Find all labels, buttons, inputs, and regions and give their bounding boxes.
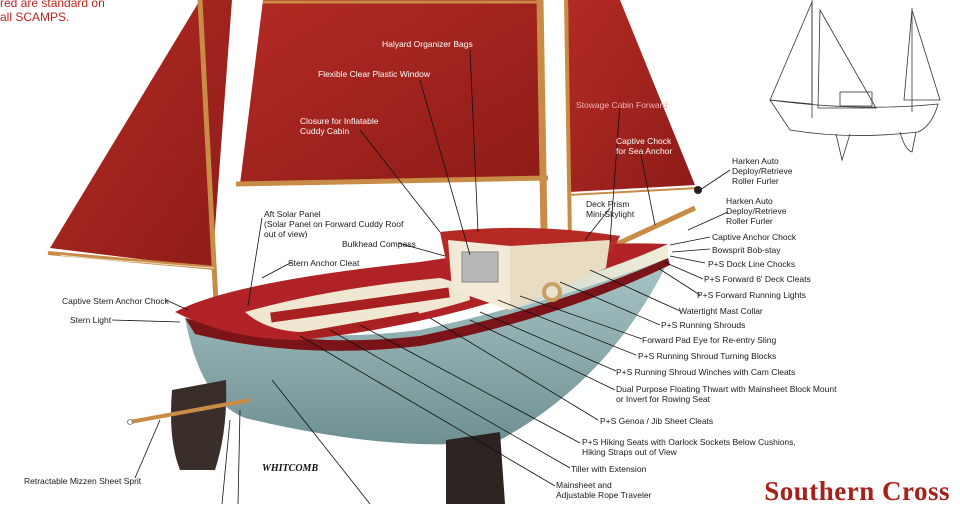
label-ps-shroud-turning-blocks: P+S Running Shroud Turning Blocks [638, 351, 777, 361]
label-captive-stern-anchor-chock: Captive Stern Anchor Chock [62, 296, 169, 306]
label-ps-dock-line-chocks: P+S Dock Line Chocks [708, 259, 796, 269]
bowsprit [613, 205, 697, 248]
label-flexible-clear-plastic-window: Flexible Clear Plastic Window [318, 69, 430, 79]
label-bowsprit-bob-stay: Bowsprit Bob-stay [712, 245, 781, 255]
label-captive-chock-sea-anchor: Captive Chock for Sea Anchor [616, 136, 673, 156]
label-forward-pad-eye: Forward Pad Eye for Re-entry Sling [642, 335, 777, 345]
label-watertight-mast-collar: Watertight Mast Collar [679, 306, 763, 316]
label-ps-hiking-seats: P+S Hiking Seats with Oarlock Sockets Be… [582, 437, 796, 457]
brand-title: Southern Cross [764, 476, 950, 506]
boot-stripe [185, 258, 670, 351]
keel [446, 432, 505, 504]
label-ps-running-shrouds: P+S Running Shrouds [661, 320, 746, 330]
label-captive-anchor-chock: Captive Anchor Chock [712, 232, 797, 242]
label-stowage-cabin-forward: Stowage Cabin Forward [576, 100, 668, 110]
hull [185, 255, 668, 445]
mizzen-sprit [129, 398, 251, 424]
label-ps-genoa-jib-cleats: P+S Genoa / Jib Sheet Cleats [600, 416, 714, 426]
label-halyard-organizer-bags: Halyard Organizer Bags [382, 39, 473, 49]
label-aft-solar-panel: Aft Solar Panel (Solar Panel on Forward … [264, 209, 404, 239]
label-deck-prism: Deck Prism Mini-Skylight [586, 199, 635, 219]
main-sail [235, 0, 549, 233]
label-ps-forward-deck-cleats: P+S Forward 6' Deck Cleats [704, 274, 811, 284]
leader-lines [111, 49, 731, 504]
mizzen-sail [47, 0, 232, 341]
label-ps-shroud-winches: P+S Running Shroud Winches with Cam Clea… [616, 367, 796, 377]
standard-equipment-note: red are standard on all SCAMPS. [0, 0, 105, 24]
artist-signature: WHITCOMB [262, 463, 319, 474]
label-harken-furler-1: Harken Auto Deploy/Retrieve Roller Furle… [732, 156, 793, 186]
label-stern-light: Stern Light [70, 315, 112, 325]
label-closure-inflatable-cuddy: Closure for Inflatable Cuddy Cabin [300, 116, 379, 136]
label-tiller-extension: Tiller with Extension [571, 464, 647, 474]
cuddy-cabin [440, 227, 620, 310]
label-stern-anchor-cleat: Stern Anchor Cleat [288, 258, 360, 268]
side-view-sketch [769, 0, 941, 162]
jib-sail [564, 0, 699, 241]
label-dual-purpose-thwart: Dual Purpose Floating Thwart with Mainsh… [616, 384, 837, 404]
label-harken-furler-2: Harken Auto Deploy/Retrieve Roller Furle… [726, 196, 787, 226]
label-mainsheet-traveler: Mainsheet and Adjustable Rope Traveler [556, 480, 652, 500]
rudder [171, 380, 227, 470]
roller-furler [694, 186, 702, 194]
label-bulkhead-compass: Bulkhead Compass [342, 239, 416, 249]
label-ps-forward-running-lights: P+S Forward Running Lights [697, 290, 806, 300]
label-retractable-mizzen-sprit: Retractable Mizzen Sheet Sprit [24, 476, 142, 486]
